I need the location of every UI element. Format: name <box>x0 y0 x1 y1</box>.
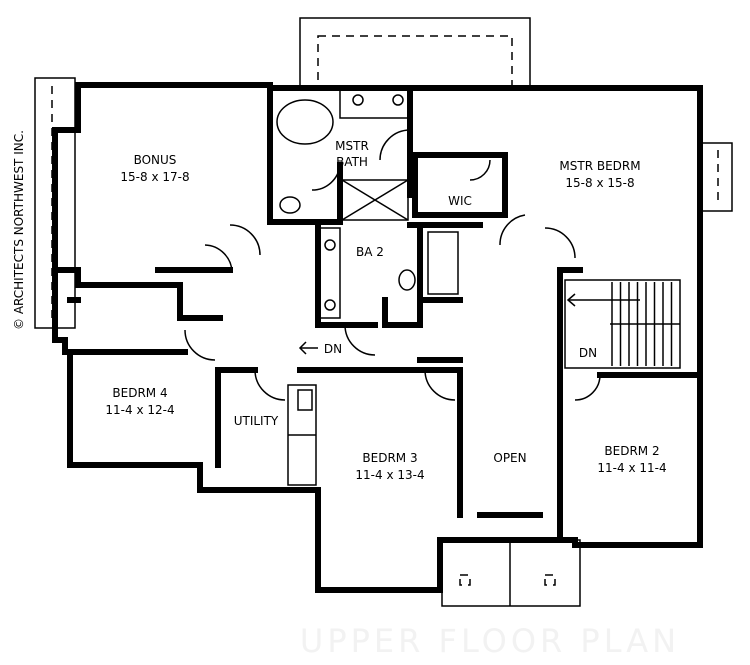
room-name-bedrm2: BEDRM 2 <box>604 444 659 458</box>
room-name-bedrm3: BEDRM 3 <box>362 451 417 465</box>
room-name-ba2: BA 2 <box>356 245 384 259</box>
room-size-bedrm4: 11-4 x 12-4 <box>105 403 174 417</box>
room-name-utility: UTILITY <box>234 414 279 428</box>
stair-label-dn-2: DN <box>579 346 597 360</box>
room-size-mstr-bedrm: 15-8 x 15-8 <box>565 176 634 190</box>
stair-label-dn-1: DN <box>324 342 342 356</box>
top-deck <box>299 17 531 89</box>
staircase <box>298 279 681 369</box>
door-swings <box>184 129 601 401</box>
room-name-open: OPEN <box>493 451 526 465</box>
room-labels: BONUS 15-8 x 17-8 MSTR BATH MSTR BEDRM 1… <box>105 139 666 482</box>
interior-walls <box>62 85 703 543</box>
room-size-bedrm3: 11-4 x 13-4 <box>355 468 424 482</box>
copyright-text: © ARCHITECTS NORTHWEST INC. <box>12 130 26 330</box>
room-name-bedrm4: BEDRM 4 <box>112 386 167 400</box>
right-bay <box>699 142 733 212</box>
room-name-wic: WIC <box>448 194 472 208</box>
room-name-bonus: BONUS <box>134 153 177 167</box>
room-name-mstr-bath: MSTR <box>335 139 369 153</box>
plan-title: UPPER FLOOR PLAN <box>300 622 680 660</box>
bottom-porch <box>441 539 581 607</box>
room-name-mstr-bath-2: BATH <box>336 155 368 169</box>
room-name-mstr-bedrm: MSTR BEDRM <box>559 159 640 173</box>
fixtures <box>276 87 459 486</box>
room-size-bedrm2: 11-4 x 11-4 <box>597 461 666 475</box>
room-size-bonus: 15-8 x 17-8 <box>120 170 189 184</box>
